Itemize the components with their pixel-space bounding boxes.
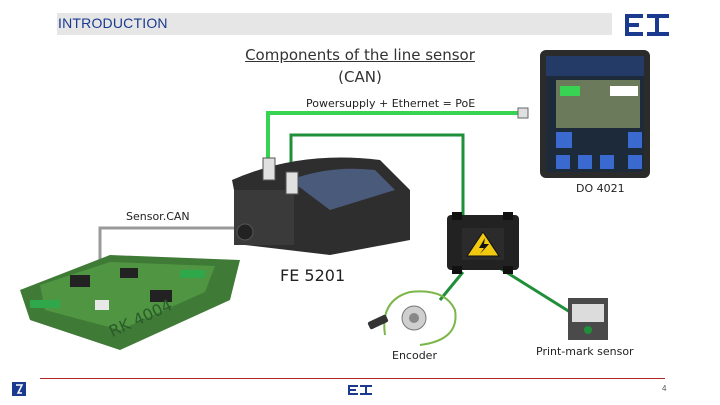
printmark-label: Print-mark sensor bbox=[536, 345, 634, 358]
encoder-label: Encoder bbox=[392, 349, 437, 362]
do4021-label: DO 4021 bbox=[576, 182, 625, 195]
ethernet-cable bbox=[289, 133, 465, 218]
encoder bbox=[367, 290, 457, 346]
accessibility-icon bbox=[12, 382, 26, 396]
can-cable bbox=[98, 226, 240, 262]
poe-cable bbox=[266, 111, 520, 160]
header-bar bbox=[57, 13, 612, 35]
page-number: 4 bbox=[662, 384, 667, 393]
sensorcan-label: Sensor.CAN bbox=[126, 210, 190, 223]
do4021-display bbox=[540, 50, 650, 178]
section-title: INTRODUCTION bbox=[58, 15, 168, 31]
slide-title-line2: (CAN) bbox=[338, 68, 382, 86]
poe-label: Powersupply + Ethernet = PoE bbox=[306, 97, 476, 110]
slide-title-line1: Components of the line sensor bbox=[245, 46, 475, 64]
footer-divider bbox=[40, 378, 665, 379]
footer-et-logo bbox=[348, 385, 372, 395]
fe5201-sensor bbox=[232, 157, 410, 255]
rk4004-board bbox=[20, 255, 240, 350]
poe-connector bbox=[517, 107, 529, 119]
high-voltage-warning-icon bbox=[466, 231, 500, 257]
fe5201-label: FE 5201 bbox=[280, 266, 346, 285]
encoder-cable bbox=[438, 271, 465, 301]
slide-title: Components of the line sensor (CAN) bbox=[200, 44, 520, 88]
et-logo bbox=[625, 14, 669, 36]
print-mark-sensor bbox=[568, 298, 608, 340]
